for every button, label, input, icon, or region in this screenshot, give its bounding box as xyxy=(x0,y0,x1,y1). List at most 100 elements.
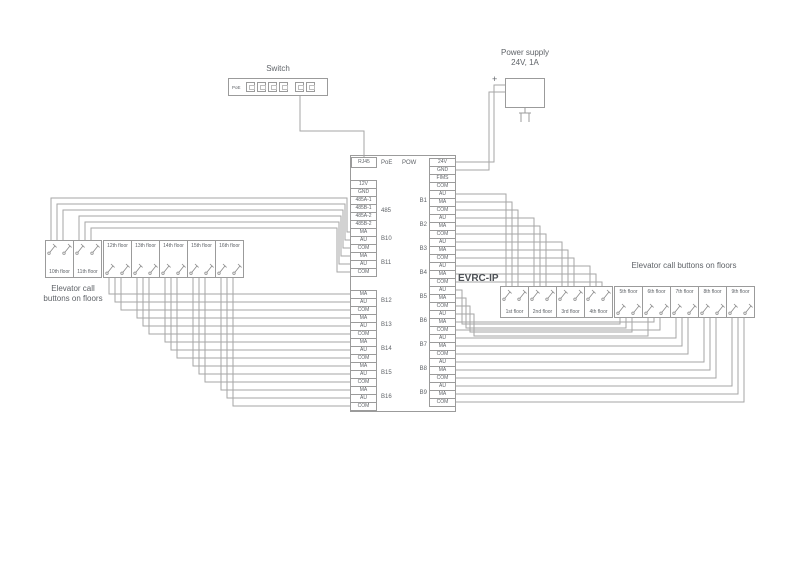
terminal-group-label: B4 xyxy=(419,270,427,276)
wire xyxy=(456,318,711,371)
wire xyxy=(142,278,350,327)
wire xyxy=(78,215,350,257)
wire xyxy=(170,278,350,351)
call-buttons xyxy=(530,289,555,301)
floor-call-box: 10th floor xyxy=(45,240,74,278)
terminal: COM xyxy=(350,268,377,277)
wire xyxy=(148,278,350,335)
terminal-group-label: B9 xyxy=(419,390,427,396)
floor-label: 4th floor xyxy=(589,309,608,315)
call-button-icon xyxy=(573,289,583,301)
terminal: COM xyxy=(350,402,377,411)
terminal-group-label: B13 xyxy=(381,322,392,328)
wire xyxy=(456,233,547,286)
wire xyxy=(192,278,350,367)
call-buttons xyxy=(217,263,242,275)
call-button-icon xyxy=(743,303,753,315)
floor-label: 8th floor xyxy=(703,289,722,295)
wire xyxy=(456,318,739,395)
floor-call-box: 5th floor xyxy=(614,286,643,318)
call-button-icon xyxy=(133,263,143,275)
wire xyxy=(456,193,507,286)
terminal-group-label: B11 xyxy=(381,260,392,266)
call-button-icon xyxy=(217,263,227,275)
call-button-icon xyxy=(558,289,568,301)
call-button-icon xyxy=(672,303,682,315)
call-button-icon xyxy=(204,263,214,275)
terminal-group-label: B5 xyxy=(419,294,427,300)
call-button-icon xyxy=(700,303,710,315)
floor-label: 14th floor xyxy=(163,243,184,249)
call-button-icon xyxy=(616,303,626,315)
wire xyxy=(62,209,350,249)
call-button-icon xyxy=(189,263,199,275)
floor-label: 7th floor xyxy=(675,289,694,295)
wire xyxy=(456,318,705,363)
power-supply-label: Power supply 24V, 1A xyxy=(482,48,568,68)
call-button-icon xyxy=(75,243,85,255)
call-button-icon xyxy=(631,303,641,315)
polarity-plus-label: + xyxy=(492,74,498,84)
wire xyxy=(456,257,575,286)
call-button-icon xyxy=(90,243,100,255)
call-button-icon xyxy=(545,289,555,301)
call-button-icon xyxy=(502,289,512,301)
switch-ports xyxy=(244,82,315,92)
switch-port xyxy=(305,82,315,92)
power-supply xyxy=(505,78,545,108)
terminal-group-label: B10 xyxy=(381,236,392,242)
floor-label: 15th floor xyxy=(191,243,212,249)
floor-label: 11th floor xyxy=(77,269,98,275)
switch-port xyxy=(278,82,288,92)
call-buttons xyxy=(586,289,611,301)
terminal-group-label: B1 xyxy=(419,198,427,204)
terminal-group-label: B15 xyxy=(381,370,392,376)
floor-label: 3rd floor xyxy=(561,309,580,315)
call-button-icon xyxy=(148,263,158,275)
rj45-port-label: RJ45 xyxy=(351,157,377,168)
call-button-icon xyxy=(120,263,130,275)
floor-call-box: 13th floor xyxy=(131,240,160,278)
call-buttons xyxy=(161,263,186,275)
wire xyxy=(176,278,350,359)
call-buttons xyxy=(558,289,583,301)
wire xyxy=(56,203,350,241)
call-button-icon xyxy=(601,289,611,301)
floor-label: 2nd floor xyxy=(532,309,553,315)
wire xyxy=(108,278,350,295)
floor-call-box: 2nd floor xyxy=(528,286,557,318)
power-supply-title: Power supply xyxy=(500,48,550,57)
floor-label: 9th floor xyxy=(731,289,750,295)
terminal-group-label: B3 xyxy=(419,246,427,252)
floor-call-box: 8th floor xyxy=(698,286,727,318)
wire xyxy=(299,96,365,157)
switch-port xyxy=(267,82,277,92)
wire xyxy=(204,278,350,383)
wire xyxy=(120,278,350,311)
terminal-group-label: 485 xyxy=(381,208,392,214)
terminal-group-label: B16 xyxy=(381,394,392,400)
call-button-icon xyxy=(728,303,738,315)
call-button-icon xyxy=(687,303,697,315)
switch-port xyxy=(294,82,304,92)
floor-call-box: 16th floor xyxy=(215,240,244,278)
wire xyxy=(456,318,745,403)
switch-port xyxy=(245,82,255,92)
floor-label: 5th floor xyxy=(619,289,638,295)
call-button-icon xyxy=(105,263,115,275)
call-buttons xyxy=(75,243,100,255)
wire xyxy=(456,91,505,171)
call-button-icon xyxy=(644,303,654,315)
wire xyxy=(50,197,350,240)
call-buttons xyxy=(105,263,130,275)
floor-call-box: 14th floor xyxy=(159,240,188,278)
call-buttons xyxy=(616,303,641,315)
power-supply-rating: 24V, 1A xyxy=(511,58,539,67)
right-floors-caption: Elevator call buttons on floors xyxy=(631,261,737,270)
wire xyxy=(456,318,733,387)
floor-call-box: 7th floor xyxy=(670,286,699,318)
wire xyxy=(456,241,563,286)
floor-label: 12th floor xyxy=(107,243,128,249)
